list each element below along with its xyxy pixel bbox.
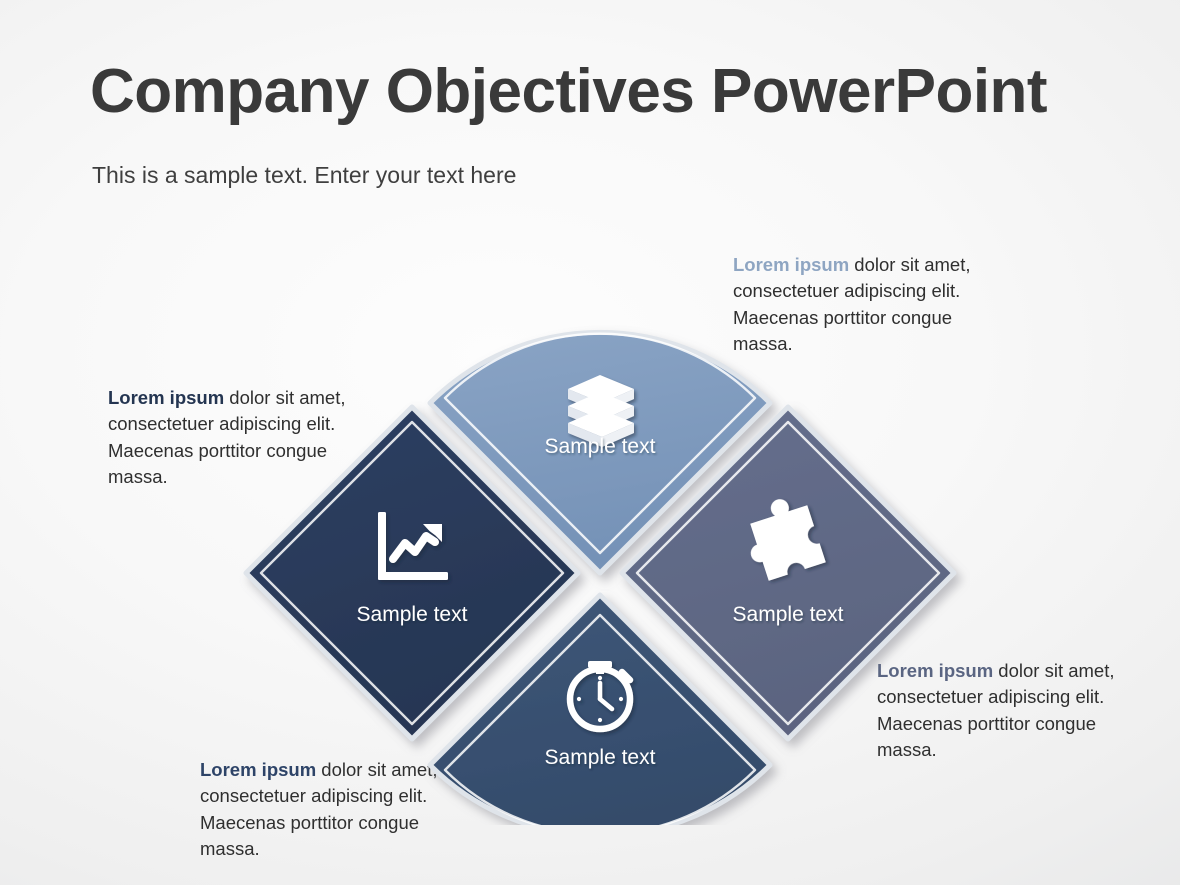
description-bottom-right: Lorem ipsum dolor sit amet, consectetuer… <box>877 658 1125 763</box>
description-top-right-body: dolor sit amet, consectetuer adipiscing … <box>733 254 971 354</box>
segment-left-label: Sample text <box>357 603 468 626</box>
page-title: Company Objectives PowerPoint <box>90 57 1048 126</box>
page-subtitle: This is a sample text. Enter your text h… <box>92 162 517 188</box>
segment-bottom[interactable] <box>427 592 773 825</box>
stacked-books-icon <box>568 375 634 447</box>
objectives-diagram: Sample text Sample text <box>230 295 970 825</box>
description-bottom-left-lead: Lorem ipsum <box>200 759 317 780</box>
segment-right[interactable] <box>619 404 957 742</box>
description-top-right-lead: Lorem ipsum <box>733 254 850 275</box>
segment-right-label: Sample text <box>733 603 844 626</box>
description-top-right: Lorem ipsum dolor sit amet, consectetuer… <box>733 252 983 357</box>
description-left-lead: Lorem ipsum <box>108 387 225 408</box>
puzzle-piece-icon <box>750 499 826 581</box>
segment-right-inner-border <box>635 420 941 726</box>
description-bottom-left: Lorem ipsum dolor sit amet, consectetuer… <box>200 757 448 862</box>
segment-right-shape[interactable] <box>619 404 957 742</box>
segment-top-inner-border <box>443 332 757 555</box>
segment-top-label: Sample text <box>545 435 656 458</box>
description-left: Lorem ipsum dolor sit amet, consectetuer… <box>108 385 353 490</box>
growth-chart-icon <box>378 512 448 580</box>
segment-left-inner-border <box>259 420 565 726</box>
segment-bottom-label: Sample text <box>545 746 656 769</box>
description-left-body: dolor sit amet, consectetuer adipiscing … <box>108 387 346 487</box>
stopwatch-icon <box>566 661 634 733</box>
description-bottom-left-body: dolor sit amet, consectetuer adipiscing … <box>200 759 438 859</box>
segment-top-shape[interactable] <box>427 329 773 576</box>
segment-bottom-inner-border <box>443 613 757 825</box>
description-bottom-right-body: dolor sit amet, consectetuer adipiscing … <box>877 660 1115 760</box>
segment-top[interactable] <box>427 329 773 576</box>
segment-bottom-shape[interactable] <box>427 592 773 825</box>
description-bottom-right-lead: Lorem ipsum <box>877 660 994 681</box>
